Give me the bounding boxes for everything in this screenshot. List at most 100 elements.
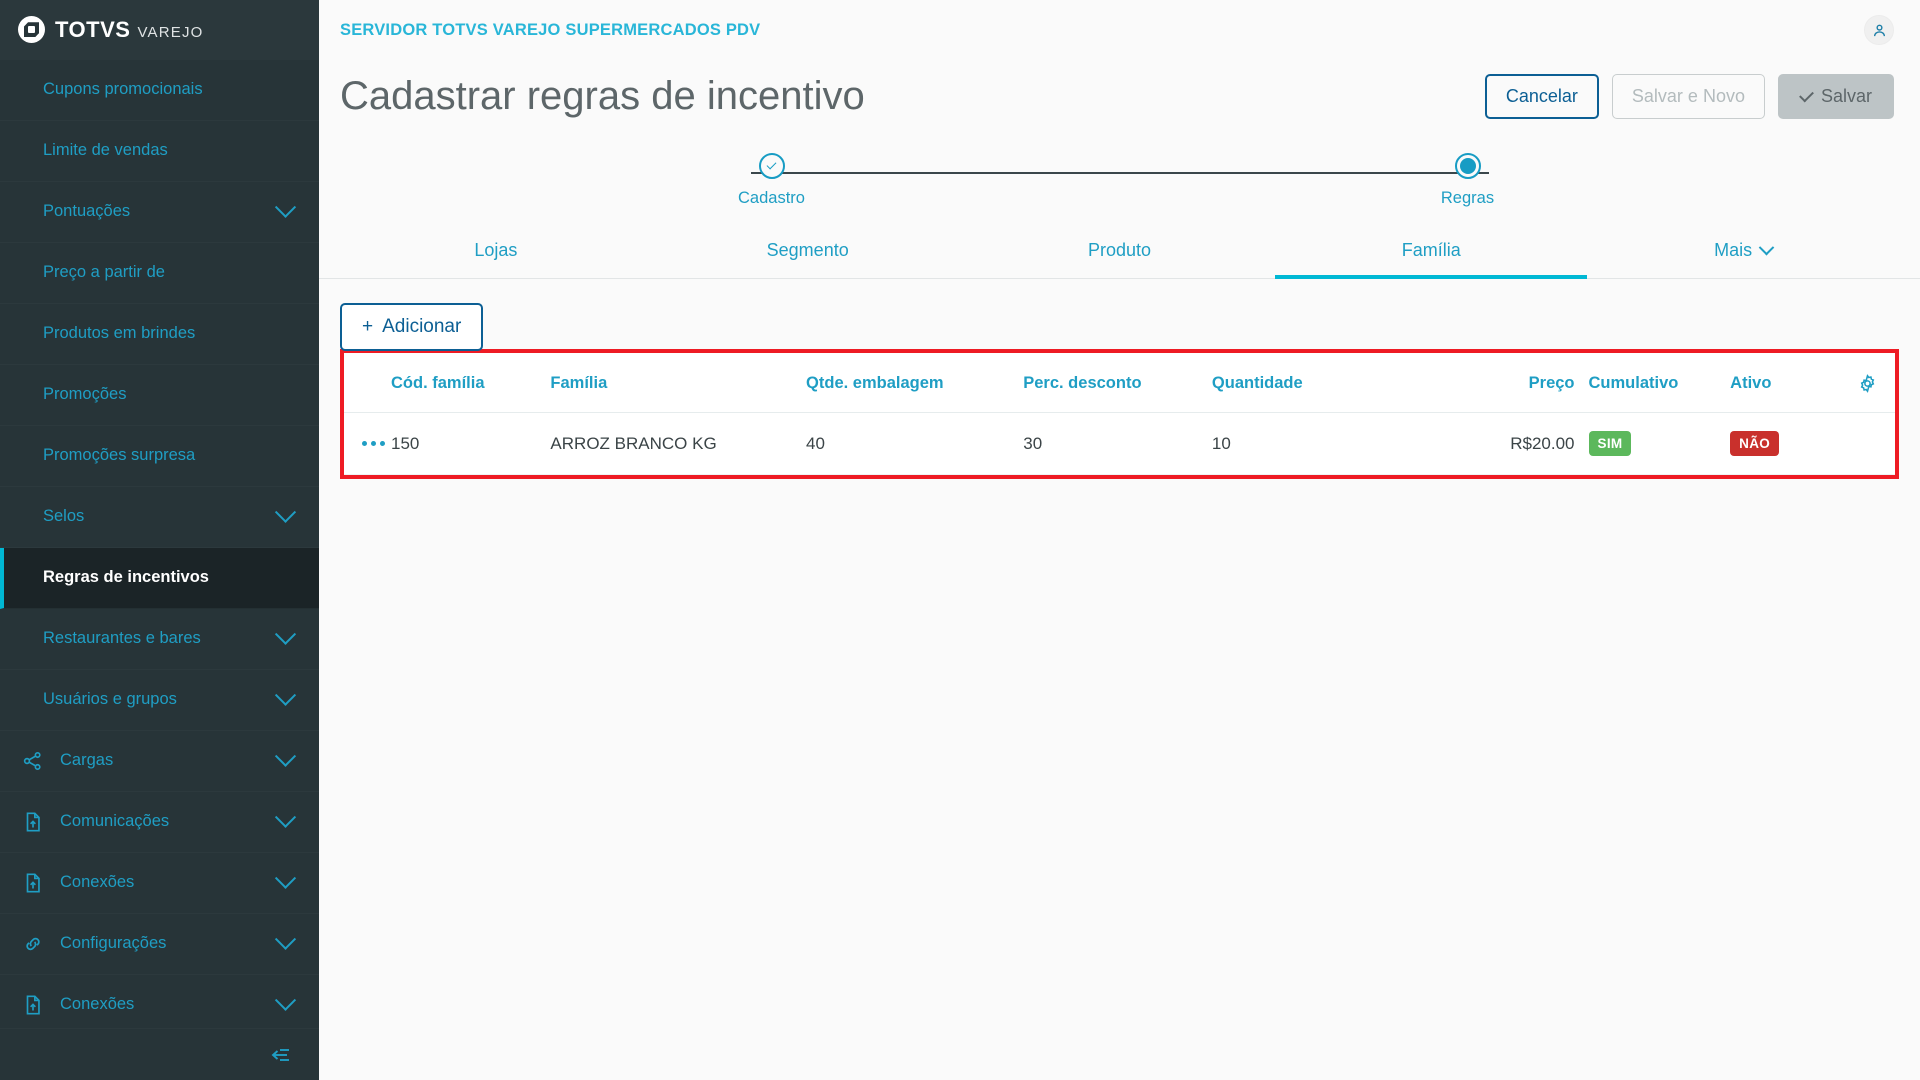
sidebar-nav: Cupons promocionais Limite de vendas Pon… [0, 60, 319, 1029]
sidebar-item-configuracoes[interactable]: Configurações [0, 914, 319, 975]
save-and-new-button[interactable]: Salvar e Novo [1611, 74, 1765, 119]
tab-bar: Lojas Segmento Produto Família Mais [319, 230, 1920, 279]
step-check-icon [758, 153, 785, 179]
sidebar-item-conexoes-2[interactable]: Conexões [0, 975, 319, 1029]
brand-logo[interactable]: TOTVS VAREJO [0, 0, 319, 60]
column-row-actions [344, 353, 392, 413]
chevron-down-icon [274, 745, 297, 767]
tab-produto[interactable]: Produto [1087, 240, 1152, 260]
tab-panel-familia: + Adicionar Cód. família Família Qtde. e… [319, 279, 1920, 479]
cell-cumulativo: SIM [1588, 412, 1731, 475]
sidebar-item-label: Promoções [43, 385, 127, 404]
chevron-down-icon [274, 989, 297, 1011]
column-ativo[interactable]: Ativo [1730, 353, 1841, 413]
stepper-connector [750, 172, 1489, 174]
share-nodes-icon [22, 750, 44, 772]
sidebar-item-usuarios-e-grupos[interactable]: Usuários e grupos [0, 670, 319, 731]
column-qtde-embalagem[interactable]: Qtde. embalagem [806, 353, 1024, 413]
sidebar-item-label: Pontuações [43, 202, 131, 221]
chevron-down-icon [274, 806, 297, 828]
familia-table-highlight: Cód. família Família Qtde. embalagem Per… [340, 349, 1899, 479]
cancel-button[interactable]: Cancelar [1484, 74, 1599, 119]
sidebar-item-selos[interactable]: Selos [0, 487, 319, 548]
sidebar-item-cargas[interactable]: Cargas [0, 731, 319, 792]
chevron-down-icon [274, 623, 297, 645]
column-preco[interactable]: Preço [1422, 353, 1589, 413]
sidebar-item-limite-de-vendas[interactable]: Limite de vendas [0, 121, 319, 182]
stepper-step-cadastro[interactable]: Cadastro [727, 153, 817, 208]
tab-lojas[interactable]: Lojas [474, 240, 518, 260]
column-perc-desconto[interactable]: Perc. desconto [1023, 353, 1212, 413]
sidebar-item-label: Conexões [60, 995, 135, 1014]
sidebar-item-promocoes[interactable]: Promoções [0, 365, 319, 426]
page-header: Cadastrar regras de incentivo Cancelar S… [319, 60, 1920, 119]
column-settings [1840, 353, 1895, 413]
totvs-logo-icon [18, 16, 45, 44]
cell-preco: R$20.00 [1422, 412, 1589, 475]
sidebar-item-pontuacoes[interactable]: Pontuações [0, 182, 319, 243]
table-row[interactable]: 150 ARROZ BRANCO KG 40 30 10 R$20.00 SIM… [344, 412, 1895, 475]
stepper-step-label: Cadastro [738, 189, 805, 207]
gear-icon[interactable] [1840, 373, 1895, 394]
step-current-icon [1454, 153, 1481, 179]
sidebar-item-label: Restaurantes e bares [43, 629, 201, 648]
status-badge-cumulativo: SIM [1588, 431, 1632, 456]
file-upload-icon [22, 872, 44, 894]
collapse-sidebar-icon[interactable] [269, 1043, 293, 1067]
chevron-down-icon [274, 196, 297, 218]
sidebar-item-produtos-em-brindes[interactable]: Produtos em brindes [0, 304, 319, 365]
sidebar-item-label: Produtos em brindes [43, 324, 196, 343]
cell-perc-desconto: 30 [1023, 412, 1212, 475]
main-content: SERVIDOR TOTVS VAREJO SUPERMERCADOS PDV … [319, 0, 1920, 1080]
page-actions: Cancelar Salvar e Novo Salvar [1484, 74, 1894, 119]
sidebar-item-label: Regras de incentivos [43, 568, 209, 587]
table-header-row: Cód. família Família Qtde. embalagem Per… [344, 353, 1895, 413]
sidebar-item-regras-de-incentivos[interactable]: Regras de incentivos [0, 547, 319, 609]
sidebar-item-label: Limite de vendas [43, 141, 168, 160]
user-avatar-icon[interactable] [1864, 15, 1894, 45]
column-cumulativo[interactable]: Cumulativo [1588, 353, 1731, 413]
brand-name: TOTVS [55, 16, 131, 42]
column-cod-familia[interactable]: Cód. família [391, 353, 551, 413]
sidebar-item-preco-a-partir-de[interactable]: Preço a partir de [0, 243, 319, 304]
breadcrumb[interactable]: SERVIDOR TOTVS VAREJO SUPERMERCADOS PDV [340, 20, 761, 39]
tab-segmento[interactable]: Segmento [766, 240, 849, 260]
cell-ativo: NÃO [1730, 412, 1841, 475]
sidebar-item-label: Promoções surpresa [43, 446, 196, 465]
stepper: Cadastro Regras [727, 147, 1513, 208]
save-button[interactable]: Salvar [1777, 74, 1894, 119]
row-actions-cell [344, 412, 392, 475]
cell-qtde-embalagem: 40 [806, 412, 1024, 475]
sidebar-item-comunicacoes[interactable]: Comunicações [0, 792, 319, 853]
cell-settings [1840, 412, 1895, 475]
file-upload-icon [22, 994, 44, 1016]
page-title: Cadastrar regras de incentivo [340, 74, 865, 118]
sidebar-item-label: Cargas [60, 751, 114, 770]
cell-familia: ARROZ BRANCO KG [550, 412, 807, 475]
sidebar-item-conexoes-1[interactable]: Conexões [0, 853, 319, 914]
sidebar-item-cupons-promocionais[interactable]: Cupons promocionais [0, 60, 319, 121]
sidebar-item-label: Usuários e grupos [43, 690, 177, 709]
chevron-down-icon [1758, 239, 1775, 256]
save-button-label: Salvar [1820, 86, 1872, 106]
ellipsis-icon[interactable] [362, 441, 391, 446]
file-upload-icon [22, 811, 44, 833]
stepper-step-regras[interactable]: Regras [1423, 153, 1513, 208]
column-quantidade[interactable]: Quantidade [1211, 353, 1423, 413]
brand-suffix: VAREJO [137, 23, 204, 41]
column-familia[interactable]: Família [550, 353, 807, 413]
tab-mais-label: Mais [1714, 240, 1753, 260]
status-badge-ativo: NÃO [1730, 431, 1780, 456]
sidebar-item-label: Configurações [60, 934, 167, 953]
add-button[interactable]: + Adicionar [340, 303, 484, 351]
table-body: 150 ARROZ BRANCO KG 40 30 10 R$20.00 SIM… [344, 412, 1895, 475]
cell-cod-familia: 150 [391, 412, 551, 475]
tab-mais[interactable]: Mais [1587, 230, 1899, 279]
tab-familia[interactable]: Família [1275, 230, 1588, 279]
sidebar-item-restaurantes-e-bares[interactable]: Restaurantes e bares [0, 609, 319, 670]
sidebar-footer [0, 1028, 319, 1080]
topbar: SERVIDOR TOTVS VAREJO SUPERMERCADOS PDV [319, 0, 1920, 60]
sidebar-item-promocoes-surpresa[interactable]: Promoções surpresa [0, 426, 319, 487]
chevron-down-icon [274, 928, 297, 950]
